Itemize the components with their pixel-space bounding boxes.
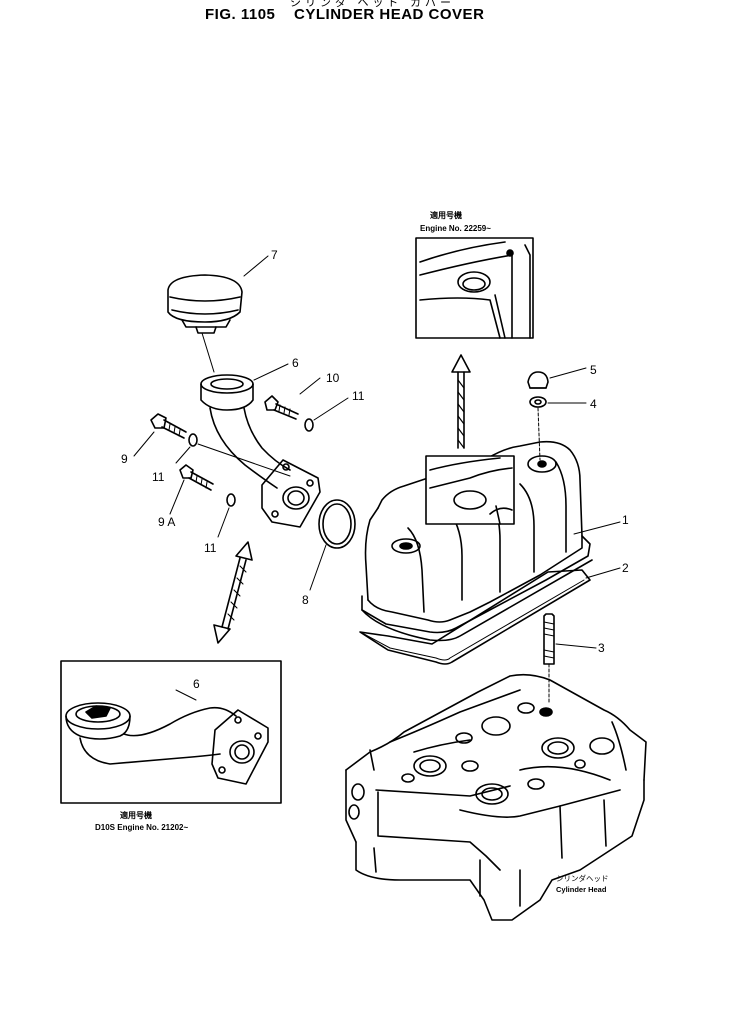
callout-7: 7	[271, 248, 278, 262]
part-3-stud	[543, 613, 555, 665]
arrow-top-inset	[451, 354, 471, 449]
callout-11-c: 11	[204, 541, 217, 555]
figure-number: FIG. 1105	[205, 6, 276, 23]
part-6-breather-pipe	[200, 374, 321, 528]
part-11-washer-b	[188, 433, 198, 447]
inset-bottom-jp-label: 適用号機	[120, 810, 152, 820]
inset-top-frame	[415, 237, 534, 339]
cylinder-head	[345, 673, 647, 921]
figure-title: CYLINDER HEAD COVER	[294, 6, 485, 23]
callout-5: 5	[590, 363, 597, 377]
part-11-washer-a	[304, 418, 314, 432]
callout-2: 2	[622, 561, 629, 575]
part-1-head-cover	[361, 440, 593, 642]
inset-top: 適用号機 Engine No. 22259~	[415, 210, 534, 339]
callout-3: 3	[598, 641, 605, 655]
callout-6: 6	[292, 356, 299, 370]
part-9-bolt	[150, 413, 187, 439]
callout-10: 10	[326, 371, 340, 385]
callout-9: 9	[121, 452, 128, 466]
inset-bottom-label: D10S Engine No. 21202~	[95, 823, 188, 832]
cylinder-head-label: Cylinder Head	[556, 885, 607, 894]
page-title: FIG. 1105 CYLINDER HEAD COVER	[205, 6, 484, 23]
callout-4: 4	[590, 397, 597, 411]
part-2-gasket	[359, 569, 591, 665]
part-8-o-ring	[318, 499, 356, 549]
callout-11-a: 11	[352, 389, 365, 403]
inset-top-jp-label: 適用号機	[430, 210, 462, 220]
callout-11-b: 11	[152, 470, 165, 484]
arrow-bottom-inset	[213, 541, 253, 644]
callout-9a: 9 A	[158, 515, 175, 529]
part-9a-bolt	[179, 464, 214, 491]
leader-7-6	[201, 332, 215, 373]
title-japanese: シリンダ ヘッド カバー	[290, 0, 455, 9]
callout-1: 1	[622, 513, 629, 527]
part-7-breather-cap	[167, 274, 243, 334]
cylinder-head-jp-label: シリンダヘッド	[556, 873, 609, 883]
inset-bottom	[60, 660, 282, 804]
callout-8: 8	[302, 593, 309, 607]
part-11-washer-c	[226, 493, 236, 507]
part-4-washer	[529, 396, 547, 408]
inset-bottom-frame	[60, 660, 282, 804]
inset-top-label: Engine No. 22259~	[420, 224, 491, 233]
callout-6-inset: 6	[193, 677, 200, 691]
part-5-cap-nut	[527, 371, 549, 389]
leader-10	[299, 377, 321, 395]
part-10-bolt	[264, 395, 299, 420]
